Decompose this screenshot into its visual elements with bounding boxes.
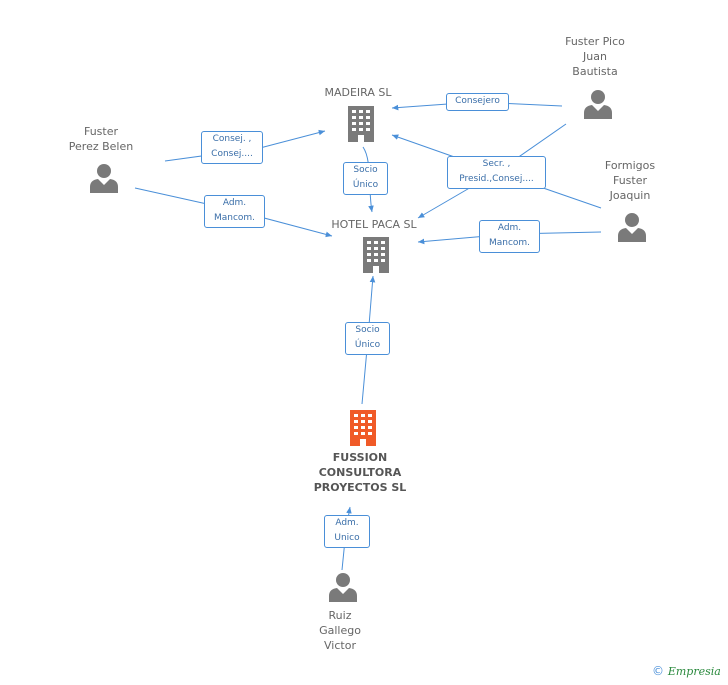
formigos-label[interactable]: Formigos Fuster Joaquin <box>604 159 656 202</box>
fuster-pico-person-icon <box>584 90 612 119</box>
fuster-perez-person-icon <box>90 164 118 193</box>
madeira-building-icon <box>348 106 374 142</box>
edge-label-consej: Consej. , Consej.... <box>201 131 263 164</box>
copyright-icon: © <box>652 664 664 678</box>
footer-brand[interactable]: © Empresia <box>652 664 721 678</box>
edge-label-socio-unico-madeira: Socio Único <box>343 162 388 195</box>
ruiz-person-icon <box>329 573 357 602</box>
madeira-label[interactable]: MADEIRA SL <box>324 86 392 99</box>
hotel-paca-label[interactable]: HOTEL PACA SL <box>331 218 417 231</box>
fussion-building-icon <box>350 410 376 446</box>
edge-label-adm-mancom-perez: Adm. Mancom. <box>204 195 265 228</box>
edge-label-secr: Secr. , Presid.,Consej.... <box>447 156 546 189</box>
fussion-label[interactable]: FUSSION CONSULTORA PROYECTOS SL <box>313 451 407 494</box>
formigos-person-icon <box>618 213 646 242</box>
ruiz-label[interactable]: Ruiz Gallego Victor <box>319 609 361 652</box>
hotel-paca-building-icon <box>363 237 389 273</box>
fuster-pico-label[interactable]: Fuster Pico Juan Bautista <box>565 35 625 78</box>
edge-label-socio-unico-hotel: Socio Único <box>345 322 390 355</box>
fuster-perez-label[interactable]: Fuster Perez Belen <box>68 125 134 153</box>
brand-name: Empresia <box>667 665 721 678</box>
edge-label-consejero: Consejero <box>446 93 509 111</box>
edge-label-adm-mancom-formigos: Adm. Mancom. <box>479 220 540 253</box>
edge-label-adm-unico: Adm. Unico <box>324 515 370 548</box>
